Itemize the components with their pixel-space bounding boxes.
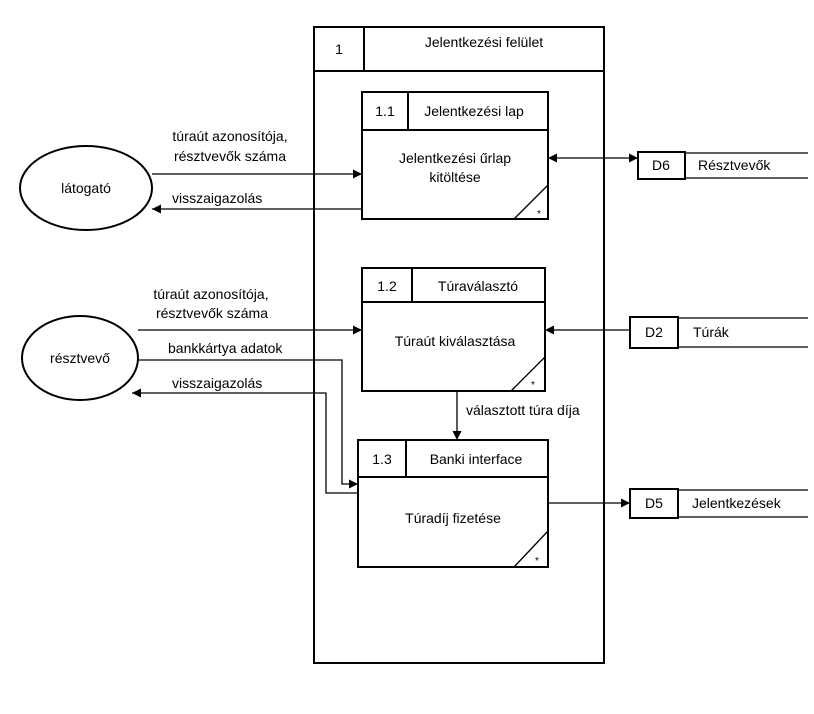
process-1-2-corner-mark bbox=[510, 356, 546, 392]
flow-resztvevo-to-1-2-label-line1: túraút azonosítója, bbox=[153, 286, 268, 302]
process-1-3-id: 1.3 bbox=[372, 451, 392, 467]
store-d6: D6 Résztvevők bbox=[637, 151, 808, 180]
process-1-3-corner-mark bbox=[513, 530, 549, 568]
entity-latogato-label: látogató bbox=[61, 180, 111, 196]
flow-1-3-to-resztvevo bbox=[132, 388, 358, 494]
process-1-3-body-line1: Túradíj fizetése bbox=[405, 510, 501, 526]
store-d5-id-box bbox=[629, 488, 679, 519]
flow-resztvevo-to-1-3-label: bankkártya adatok bbox=[168, 340, 283, 356]
process-1-3-title: Banki interface bbox=[430, 451, 523, 467]
process-1-1-title: Jelentkezési lap bbox=[424, 103, 524, 119]
flow-latogato-to-1-1-label-line1: túraút azonosítója, bbox=[172, 128, 287, 144]
process-1-1-asterisk: * bbox=[537, 209, 541, 220]
store-d5: D5 Jelentkezések bbox=[629, 488, 808, 519]
store-d5-name: Jelentkezések bbox=[692, 495, 782, 511]
process-1-3: 1.3 Banki interface Túradíj fizetése * bbox=[357, 439, 549, 568]
store-d6-id-box bbox=[637, 151, 686, 180]
process-1-2-title: Túraválasztó bbox=[438, 278, 518, 294]
process-1-2-body-line1: Túraút kiválasztása bbox=[395, 333, 516, 349]
entity-resztvevo-ellipse bbox=[21, 315, 139, 401]
flow-1-1-to-latogato-label: visszaigazolás bbox=[172, 190, 262, 206]
process-1-1-corner-mark bbox=[513, 184, 549, 220]
flow-latogato-to-1-1-label-line2: résztvevők száma bbox=[174, 148, 286, 164]
process-1-2-box bbox=[361, 267, 546, 392]
process-1-1-id: 1.1 bbox=[375, 103, 395, 119]
outer-process-title: Jelentkezési felület bbox=[425, 34, 543, 50]
store-d2-name: Túrák bbox=[693, 324, 730, 340]
store-d5-id: D5 bbox=[645, 495, 663, 511]
flow-resztvevo-to-1-2-label-line2: résztvevők száma bbox=[156, 305, 268, 321]
outer-process-id: 1 bbox=[335, 41, 343, 57]
process-1-2: 1.2 Túraválasztó Túraút kiválasztása * bbox=[361, 267, 546, 392]
store-d2: D2 Túrák bbox=[629, 316, 808, 349]
store-d2-id-box bbox=[629, 316, 679, 349]
store-d2-id: D2 bbox=[645, 324, 663, 340]
process-1-1-body-line1: Jelentkezési űrlap bbox=[399, 150, 511, 166]
flow-1-2-to-1-3-label: választott túra díja bbox=[466, 402, 580, 418]
entity-resztvevo: résztvevő bbox=[21, 315, 139, 401]
entity-resztvevo-label: résztvevő bbox=[50, 350, 110, 366]
process-1-1-box bbox=[361, 91, 549, 220]
entity-latogato-ellipse bbox=[19, 145, 153, 231]
store-d6-name: Résztvevők bbox=[698, 157, 771, 173]
store-d6-id: D6 bbox=[652, 157, 670, 173]
flow-1-3-to-resztvevo-label: visszaigazolás bbox=[172, 375, 262, 391]
process-1-1-body-line2: kitöltése bbox=[429, 169, 481, 185]
process-1-3-box bbox=[357, 439, 549, 568]
flow-resztvevo-to-1-3 bbox=[138, 359, 358, 489]
entity-latogato: látogató bbox=[19, 145, 153, 231]
process-1-3-asterisk: * bbox=[535, 556, 539, 567]
process-1-1: 1.1 Jelentkezési lap Jelentkezési űrlap … bbox=[361, 91, 549, 220]
process-1-2-id: 1.2 bbox=[377, 278, 397, 294]
process-1-2-asterisk: * bbox=[531, 380, 535, 391]
